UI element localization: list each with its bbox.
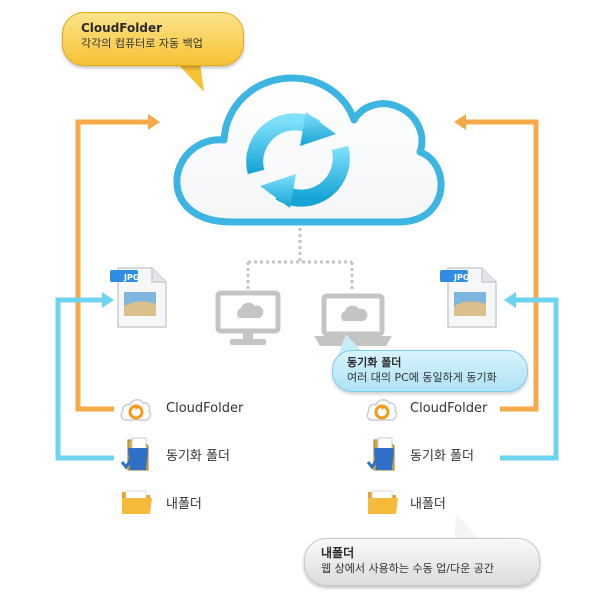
left-orange-arrowhead <box>148 114 160 130</box>
right-my-folder-label[interactable]: 내폴더 <box>410 497 446 512</box>
right-sync-folder-label[interactable]: 동기화 폴더 <box>410 449 474 464</box>
right-orange-arrowhead <box>454 114 466 130</box>
jpg-file-icon-right <box>440 267 497 328</box>
cloudfolder-bubble: CloudFolder 각각의 컴퓨터로 자동 백업 <box>62 12 244 66</box>
sync-folder-bubble: 동기화 폴더 여러 대의 PC에 동일하게 동기화 <box>332 350 528 392</box>
laptop-icon <box>314 293 392 346</box>
jpg-file-icon-left <box>110 267 167 328</box>
desktop-monitor-icon <box>215 290 281 345</box>
cloudfolder-icon <box>366 399 398 421</box>
left-cloudfolder-label[interactable]: CloudFolder <box>166 401 244 416</box>
left-my-folder-label[interactable]: 내폴더 <box>166 497 202 512</box>
my-folder-bubble-subtitle: 웹 상에서 사용하는 수동 업/다운 공간 <box>321 562 494 575</box>
my-folder-bubble-title: 내폴더 <box>321 546 355 560</box>
cloud-icon <box>173 74 445 226</box>
left-sync-folder-label[interactable]: 동기화 폴더 <box>166 449 230 464</box>
sync-folder-icon <box>120 437 149 471</box>
right-cyan-connector <box>500 297 559 461</box>
top-bubble-tail <box>176 62 204 92</box>
jpg-badge-left: JPG <box>123 273 139 282</box>
left-orange-connector <box>75 119 150 412</box>
left-cyan-arrowhead <box>102 292 114 308</box>
sync-folder-bubble-title: 동기화 폴더 <box>347 356 402 369</box>
sync-arrows-icon <box>246 112 350 208</box>
right-cloudfolder-label[interactable]: CloudFolder <box>410 401 488 416</box>
jpg-badge-right: JPG <box>453 273 469 282</box>
myfolder-bubble-tail <box>454 514 480 540</box>
sync-folder-bubble-subtitle: 여러 대의 PC에 동일하게 동기화 <box>347 371 497 384</box>
cloudfolder-bubble-subtitle: 각각의 컴퓨터로 자동 백업 <box>81 37 203 50</box>
sync-folder-icon <box>366 437 395 471</box>
cloudfolder-icon <box>120 399 152 421</box>
cloudfolder-bubble-title: CloudFolder <box>81 21 163 35</box>
folder-icon <box>122 490 152 514</box>
right-cyan-arrowhead <box>504 292 516 308</box>
right-orange-connector <box>464 119 539 412</box>
left-cyan-connector <box>55 297 114 461</box>
network-dotted-lines <box>246 228 354 292</box>
folder-icon <box>368 490 398 514</box>
my-folder-bubble: 내폴더 웹 상에서 사용하는 수동 업/다운 공간 <box>304 538 540 586</box>
